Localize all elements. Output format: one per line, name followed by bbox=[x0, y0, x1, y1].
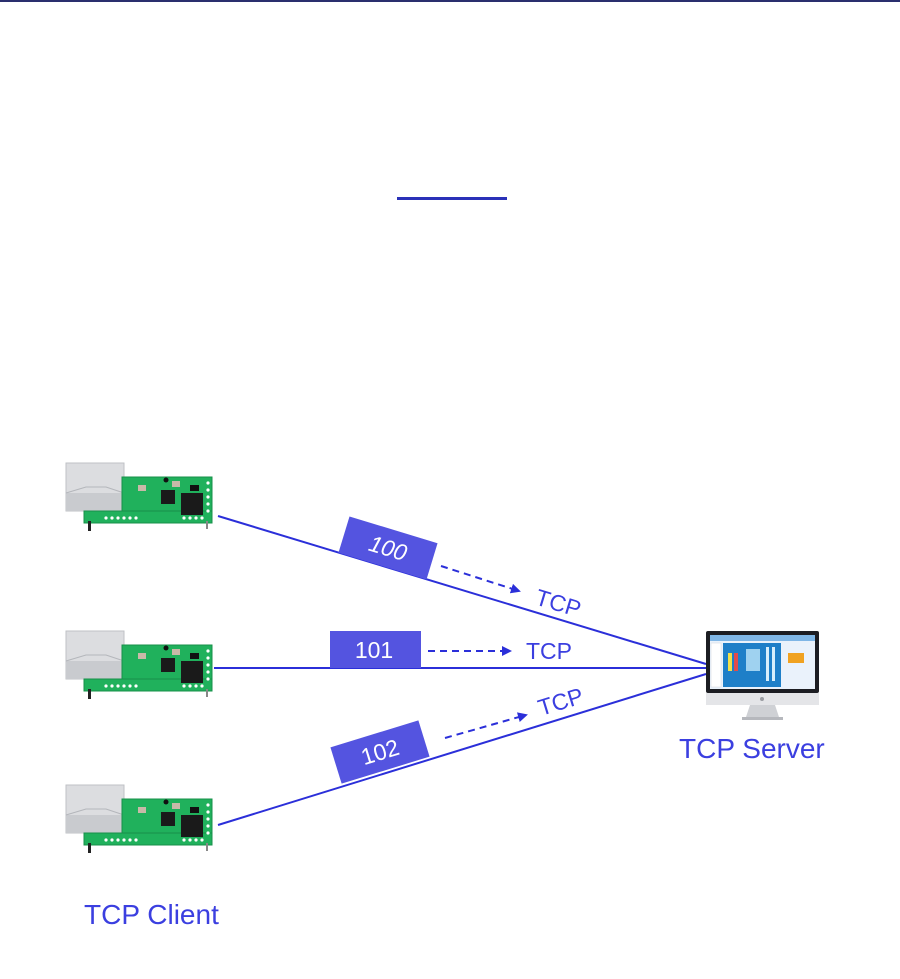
packet-3: 102 bbox=[330, 720, 430, 784]
protocol-label-3: TCP bbox=[535, 682, 587, 720]
ethernet-module-icon bbox=[65, 462, 213, 532]
top-rule bbox=[0, 0, 900, 2]
client-device-2 bbox=[65, 630, 213, 700]
dashed-arrow-1 bbox=[440, 565, 521, 594]
packet-box bbox=[330, 631, 421, 668]
title-underline bbox=[397, 197, 507, 200]
client-device-1 bbox=[65, 462, 213, 532]
dashed-arrow-3 bbox=[444, 712, 528, 739]
server-monitor bbox=[706, 631, 819, 720]
packet-box bbox=[338, 516, 438, 580]
packet-2: 101 bbox=[330, 631, 421, 668]
server-label: TCP Server bbox=[679, 733, 825, 764]
packet-box bbox=[330, 720, 430, 784]
packet-1: 100 bbox=[338, 516, 438, 580]
ethernet-module-icon bbox=[65, 784, 213, 854]
ethernet-module-icon bbox=[65, 630, 213, 700]
connection-line-1 bbox=[217, 515, 707, 665]
protocol-label-1: TCP bbox=[533, 584, 585, 622]
connection-line-3 bbox=[217, 673, 707, 826]
protocol-label-2: TCP bbox=[526, 638, 572, 664]
client-label: TCP Client bbox=[84, 899, 219, 930]
packet-label: 101 bbox=[355, 637, 393, 663]
client-device-3 bbox=[65, 784, 213, 854]
monitor-icon bbox=[706, 631, 819, 720]
